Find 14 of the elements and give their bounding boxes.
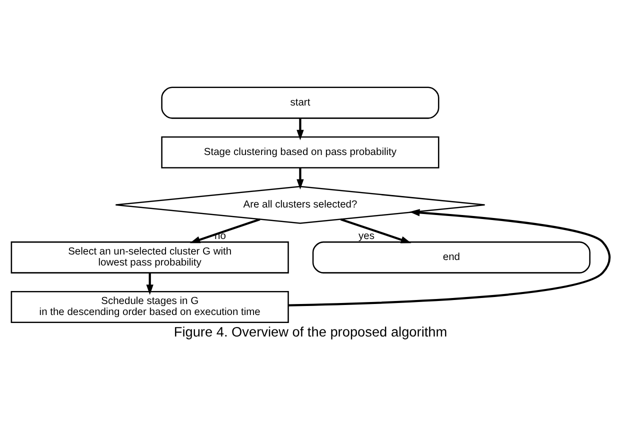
arrow (288, 208, 611, 306)
edge-label: yes (358, 230, 374, 242)
arrow (296, 118, 304, 140)
node-box: end (312, 240, 590, 273)
arrow (190, 218, 260, 243)
arrow (146, 272, 154, 294)
node-box: Select an un-selected cluster G with lowest pass probability (10, 240, 289, 273)
node-diamond: Are all clusters selected? (115, 185, 486, 224)
node-box: Schedule stages in G in the descending order based on execution time (10, 290, 289, 322)
arrow (296, 167, 304, 190)
node-box: Stage clustering based on pass probability (161, 136, 440, 168)
node-box: start (161, 86, 440, 118)
arrow (340, 218, 412, 243)
caption: Figure 4. Overview of the proposed algorithm (174, 324, 448, 340)
